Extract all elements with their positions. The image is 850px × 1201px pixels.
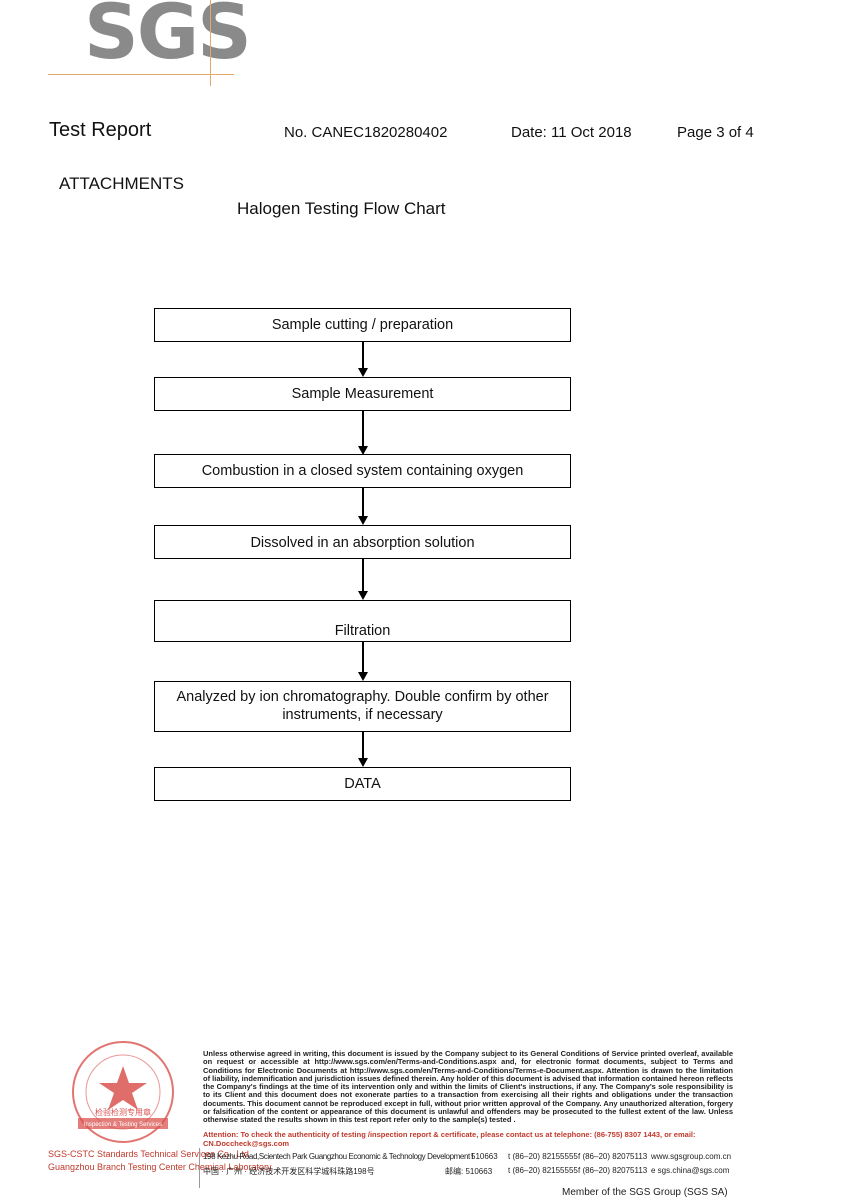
page-number: Page 3 of 4	[677, 124, 754, 141]
arrow-head-icon	[358, 758, 368, 767]
flow-arrow	[362, 411, 364, 447]
sgs-logo: SGS	[48, 0, 252, 88]
flow-step-data: DATA	[154, 767, 571, 801]
flow-step-analysis: Analyzed by ion chromatography. Double c…	[154, 681, 571, 732]
fax: f (86–20) 82075113	[578, 1152, 648, 1161]
report-title: Test Report	[49, 119, 152, 141]
arrow-head-icon	[358, 672, 368, 681]
logo-rule-vertical	[210, 0, 211, 86]
seal-caption-2: Guangzhou Branch Testing Center Chemical…	[48, 1162, 274, 1172]
member-statement: Member of the SGS Group (SGS SA)	[562, 1187, 728, 1198]
flow-chart-title: Halogen Testing Flow Chart	[237, 199, 446, 218]
flow-arrow	[362, 342, 364, 369]
postcode-en: 510663	[471, 1152, 498, 1161]
seal-banner: Inspection & Testing Services	[84, 1122, 162, 1128]
authenticity-notice: Attention: To check the authenticity of …	[203, 1130, 696, 1148]
website: www.sgsgroup.com.cn	[651, 1152, 732, 1161]
report-number: No. CANEC1820280402	[284, 124, 448, 141]
legal-disclaimer: Unless otherwise agreed in writing, this…	[203, 1049, 733, 1125]
attachments-heading: ATTACHMENTS	[59, 174, 184, 193]
arrow-head-icon	[358, 516, 368, 525]
logo-rule-horizontal	[48, 74, 234, 75]
footer-divider	[199, 1148, 200, 1188]
telephone-cn: t (86–20) 82155555	[508, 1166, 578, 1175]
arrow-head-icon	[358, 446, 368, 455]
flow-step-dissolved: Dissolved in an absorption solution	[154, 525, 571, 559]
flow-step-measurement: Sample Measurement	[154, 377, 571, 411]
arrow-head-icon	[358, 591, 368, 600]
inspection-seal: Inspection & Testing Services 检验检测专用章 SG…	[48, 1040, 273, 1190]
seal-caption-1: SGS-CSTC Standards Technical Services Co…	[48, 1149, 252, 1159]
flow-arrow	[362, 559, 364, 592]
seal-center-text: 检验检测专用章	[95, 1107, 151, 1117]
sgs-logo-text: SGS	[84, 0, 252, 76]
telephone: t (86–20) 82155555	[508, 1152, 578, 1161]
flow-step-combustion: Combustion in a closed system containing…	[154, 454, 571, 488]
address-cn: 中国 · 广州 · 经济技术开发区科学城科珠路198号	[203, 1167, 375, 1176]
flow-arrow	[362, 732, 364, 759]
flow-step-filtration: Filtration	[154, 600, 571, 642]
postcode-cn: 邮编: 510663	[445, 1167, 493, 1176]
seal-icon: Inspection & Testing Services 检验检测专用章	[72, 1041, 174, 1143]
flow-arrow	[362, 488, 364, 517]
flow-arrow	[362, 642, 364, 673]
arrow-head-icon	[358, 368, 368, 377]
flow-step-cutting: Sample cutting / preparation	[154, 308, 571, 342]
report-date: Date: 11 Oct 2018	[511, 124, 632, 141]
email: e sgs.china@sgs.com	[651, 1166, 730, 1175]
address-en: 198 Kezhu Road,Scientech Park Guangzhou …	[203, 1152, 473, 1161]
fax-cn: f (86–20) 82075113	[578, 1166, 648, 1175]
